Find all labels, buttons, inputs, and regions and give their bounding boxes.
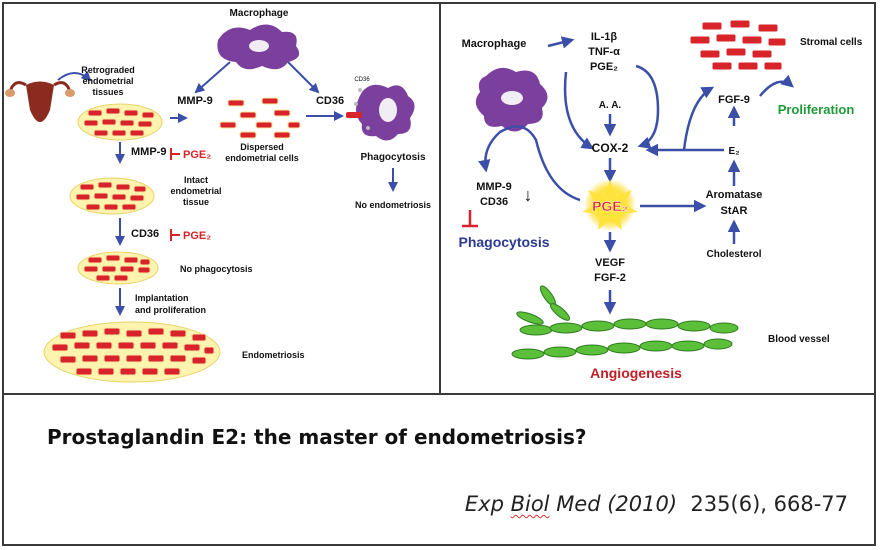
pge2-burst: [582, 179, 638, 231]
arrow-pge2-macrophage: [478, 125, 581, 202]
stromal-cells-label: Stromal cells: [800, 37, 863, 48]
aromatase-label: Aromatase: [706, 189, 763, 201]
downregulation-arrow: ↓: [524, 185, 533, 205]
intact-label-2: endometrial: [170, 186, 221, 196]
caption-title: Prostaglandin E2: the master of endometr…: [47, 425, 587, 449]
arrow-macrophage-mmp9: [194, 61, 231, 94]
caption-divider: [2, 393, 876, 395]
e2-label: E₂: [728, 146, 739, 157]
dispersed-label-2: endometrial cells: [225, 153, 299, 163]
arrow-fgf9-proliferation: [759, 74, 794, 97]
pge2-center-label: PGE₂: [592, 198, 628, 214]
macrophage-label-right: Macrophage: [462, 38, 527, 50]
endometrial-tissue-no-phagocytosis: [77, 251, 159, 285]
cholesterol-label: Cholesterol: [706, 249, 761, 260]
endometrial-tissue-intact: [69, 177, 155, 215]
right-panel: Macrophage IL-1β TNF-α PGE₂ Stromal cell…: [458, 19, 863, 381]
arrow-macrophage-cytokines: [547, 36, 575, 49]
endometriosis-label: Endometriosis: [242, 350, 305, 360]
cd36-left-label: CD36: [131, 228, 159, 240]
cd36-right-label: CD36: [480, 196, 508, 208]
no-phagocytosis-label: No phagocytosis: [180, 264, 253, 274]
endometrial-tissue-retrograded: [77, 103, 163, 141]
mmp9-left-label: MMP-9: [131, 146, 166, 158]
macrophage-cell-right: [475, 67, 548, 132]
tnfa-label: TNF-α: [588, 46, 620, 58]
inhibit-cd36: [170, 229, 180, 241]
mmp9-right-label: MMP-9: [476, 181, 511, 193]
il1b-label: IL-1β: [591, 31, 618, 43]
phagocytosis-label: Phagocytosis: [360, 152, 425, 163]
phagocyte-macrophage: [346, 84, 415, 141]
cd36-small-label: CD36: [354, 77, 370, 83]
inhibit-phagocytosis: [462, 210, 478, 228]
blood-vessel-label: Blood vessel: [768, 334, 830, 345]
diagram-canvas: Macrophage Retrograded endometrial tissu…: [5, 8, 863, 383]
dispersed-cells: [219, 97, 301, 139]
dispersed-label-1: Dispersed: [240, 142, 284, 152]
arrow-macrophage-cd36: [287, 61, 320, 94]
inhibit-mmp9: [170, 148, 180, 160]
stromal-cells: [689, 19, 787, 71]
mmp9-top-label: MMP-9: [177, 95, 212, 107]
retrograded-label-2: endometrial: [82, 76, 133, 86]
retrograded-label-3: tissues: [92, 87, 123, 97]
fgf9-label: FGF-9: [718, 94, 750, 106]
proliferation-label: Proliferation: [778, 102, 855, 117]
star-label: StAR: [721, 205, 748, 217]
blood-vessel: [511, 285, 739, 360]
pge2-top-label: PGE₂: [590, 61, 618, 73]
citation-reference: 235(6), 668-77: [677, 492, 848, 516]
intact-label-3: tissue: [183, 197, 209, 207]
left-panel: Macrophage Retrograded endometrial tissu…: [5, 8, 431, 383]
cox2-label: COX-2: [592, 141, 629, 155]
aa-label: A. A.: [599, 100, 622, 111]
citation-journal-pre: Exp: [464, 492, 511, 516]
uterus-illustration: [5, 70, 92, 122]
fgf2-label: FGF-2: [594, 272, 626, 284]
macrophage-label: Macrophage: [230, 8, 289, 19]
no-endometriosis-label: No endometriosis: [355, 200, 431, 210]
panel-divider-vertical: [439, 2, 441, 394]
endometriosis-tissue: [43, 321, 221, 383]
pge2-label-b: PGE₂: [183, 230, 211, 242]
cd36-top-label: CD36: [316, 95, 344, 107]
retrograded-label-1: Retrograded: [81, 65, 135, 75]
angiogenesis-label: Angiogenesis: [590, 365, 682, 381]
arrow-to-fgf9: [682, 86, 715, 151]
implantation-label-1: Implantation: [135, 293, 189, 303]
pge2-label-a: PGE₂: [183, 149, 211, 161]
citation-journal-biol: Biol: [510, 492, 550, 516]
vegf-label: VEGF: [595, 257, 625, 269]
phagocytosis-right-label: Phagocytosis: [458, 234, 549, 250]
citation: Exp Biol Med (2010) 235(6), 668-77: [465, 492, 848, 516]
macrophage-cell: [217, 24, 300, 70]
implantation-label-2: and proliferation: [135, 305, 206, 315]
intact-label-1: Intact: [184, 175, 208, 185]
arrow-cytokines-cox2: [635, 64, 660, 149]
arrow-macrophage-cox2: [563, 71, 595, 150]
citation-journal-post: Med (2010): [549, 492, 678, 516]
